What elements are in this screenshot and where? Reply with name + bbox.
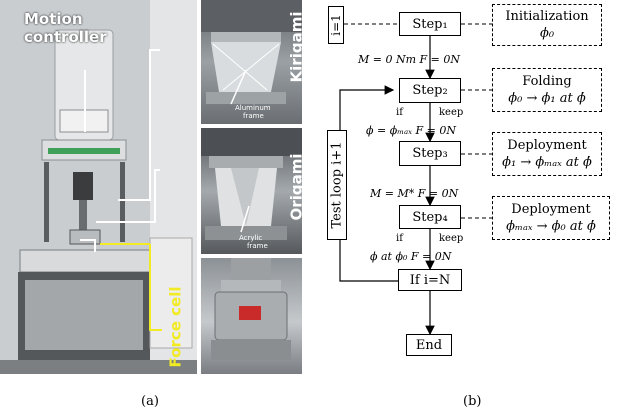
origami-drawing: [201, 128, 302, 240]
if-label-1: if: [396, 107, 403, 118]
step-4-box: Step₄: [399, 205, 461, 229]
caption-b: (b): [463, 394, 482, 409]
testing-machine-photo: Motion controller Force cell: [0, 0, 197, 374]
acrylic-frame-label: Acrylic frame: [239, 234, 268, 250]
condition-3: M = M* F = 0N: [370, 187, 459, 200]
keep-label-2: keep: [439, 233, 464, 244]
caption-a: (a): [141, 394, 159, 409]
keep-label-1: keep: [439, 107, 464, 118]
description-deployment-1: Deployment ϕ₁ → ϕₘₐₓ at ϕ̇: [492, 132, 602, 176]
if-label-2: if: [396, 233, 403, 244]
condition-4: ϕ at ϕ₀ F = 0N: [370, 250, 452, 263]
decision-box: If i=N: [398, 269, 462, 291]
testing-machine-drawing: [0, 0, 197, 374]
force-cell-label: Force cell: [166, 286, 185, 368]
kirigami-drawing: [201, 0, 302, 105]
origami-label: Origami: [287, 153, 302, 221]
flowchart: i=1 Step₁ Step₂ Step₃ Step₄ If i=N End T…: [302, 0, 617, 390]
step-1-box: Step₁: [399, 12, 461, 36]
step-3-box: Step₃: [399, 141, 461, 166]
test-loop-box: Test loop i+1: [327, 130, 347, 240]
description-deployment-2: Deployment ϕₘₐₓ → ϕ₀ at ϕ̇: [492, 196, 610, 240]
aluminum-frame-label: Aluminum frame: [235, 104, 271, 120]
force-cell-photo: [201, 258, 302, 374]
condition-1: M = 0 Nm F = 0N: [358, 53, 460, 66]
kirigami-label: Kirigami: [287, 11, 302, 83]
description-folding: Folding ϕ₀ → ϕ₁ at ϕ̇: [492, 68, 602, 112]
description-initialization: Initialization ϕ₀: [492, 4, 602, 46]
photo-panel: Motion controller Force cell Kirigami Al…: [0, 0, 302, 374]
force-cell-drawing: [211, 258, 291, 360]
step-2-box: Step₂: [399, 78, 461, 103]
kirigami-photo: Kirigami Aluminum frame: [201, 0, 302, 124]
end-box: End: [406, 334, 452, 356]
origami-photo: Origami Acrylic frame: [201, 128, 302, 254]
motion-controller-label: Motion controller: [24, 10, 107, 46]
loop-init-box: i=1: [328, 6, 344, 44]
condition-2: ϕ = ϕₘₐₓ F = 0N: [366, 124, 456, 137]
